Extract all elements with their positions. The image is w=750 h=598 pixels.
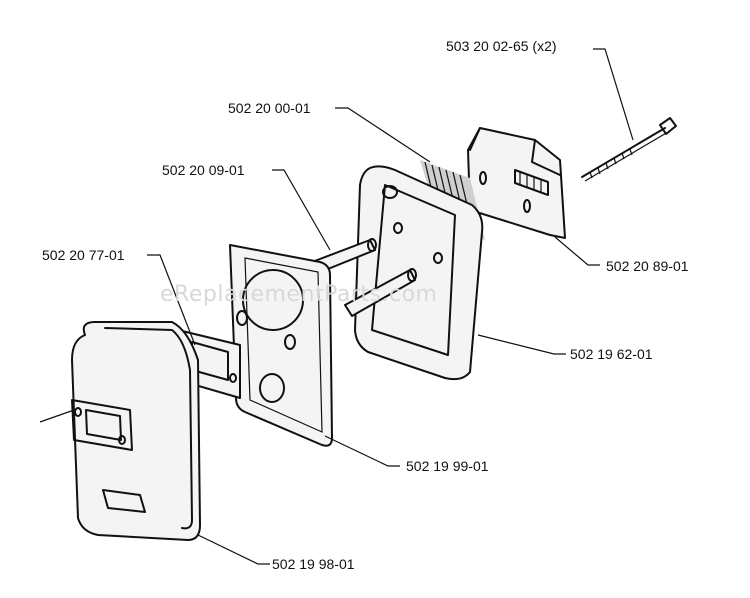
- muffler-cover-part: [71, 321, 201, 541]
- leader-heat-shield: [554, 236, 600, 266]
- label-spacer-tubes: 502 20 09-01: [162, 162, 245, 178]
- cooling-plate-part: [229, 244, 333, 447]
- leader-lines: [39, 48, 634, 565]
- label-gasket-small: 502 20 77-01: [42, 247, 125, 263]
- heat-shield-part: [467, 127, 566, 239]
- leader-cooling-plate: [324, 435, 400, 467]
- leader-muffler-cover: [197, 534, 270, 565]
- watermark-text: eReplacementParts.com: [160, 282, 438, 307]
- leader-spacer-tubes: [272, 169, 331, 251]
- leader-muffler-body: [477, 334, 566, 355]
- label-screw: 503 20 02-65 (x2): [446, 38, 557, 54]
- muffler-body-part: [354, 165, 484, 381]
- leader-cover-left: [39, 409, 75, 423]
- leader-gasket-small: [147, 254, 196, 346]
- label-cooling-plate: 502 19 99-01: [406, 458, 489, 474]
- label-muffler-body: 502 19 62-01: [570, 346, 653, 362]
- label-muffler-cover: 502 19 98-01: [272, 556, 355, 572]
- leader-screw: [593, 48, 634, 141]
- label-gasket-large: 502 20 00-01: [228, 100, 311, 116]
- leader-gasket-large: [335, 107, 431, 163]
- screw-part: [581, 117, 677, 182]
- label-heat-shield: 502 20 89-01: [606, 258, 689, 274]
